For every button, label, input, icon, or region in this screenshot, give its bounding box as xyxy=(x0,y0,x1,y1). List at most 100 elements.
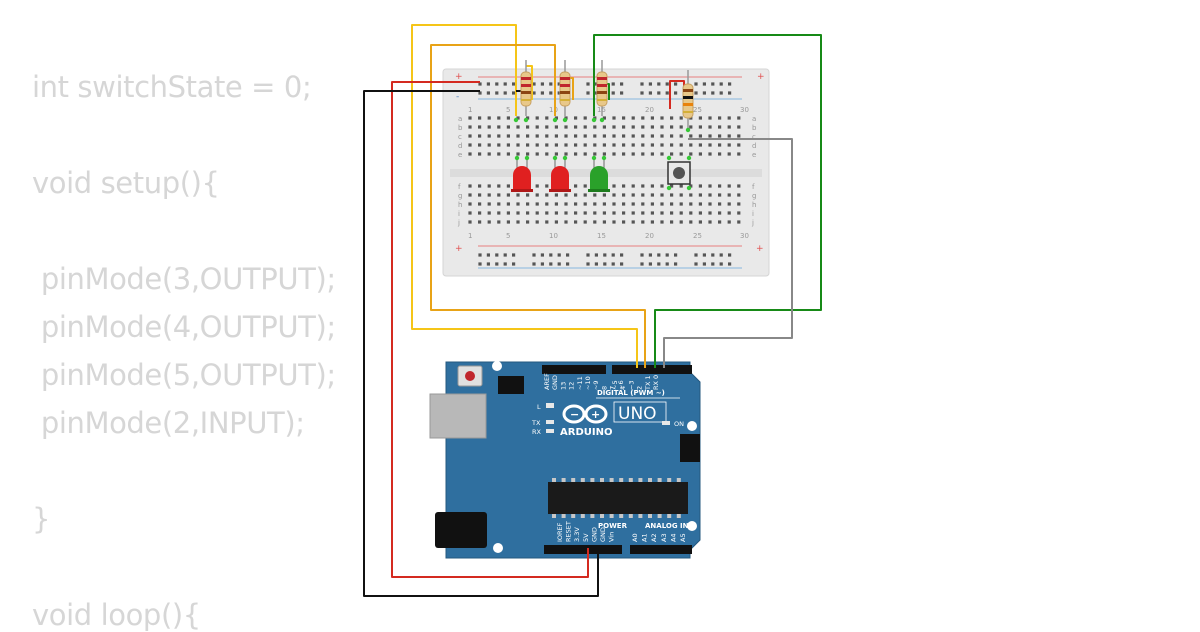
breadboard-hole xyxy=(679,134,683,138)
chip-pin xyxy=(657,514,662,518)
digital-header-left xyxy=(542,365,606,374)
chip-pin xyxy=(676,478,681,482)
wire-green-led3[interactable] xyxy=(593,34,822,368)
breadboard-hole xyxy=(679,202,683,206)
code-line-7: } xyxy=(32,502,51,536)
analog-header-label: ANALOG IN xyxy=(645,522,689,530)
digital-pin-label: ~11 xyxy=(576,376,584,390)
logo-ring-right xyxy=(584,404,608,424)
row-label: f xyxy=(752,183,755,191)
connection-dot xyxy=(591,117,597,123)
led-rx-label: RX xyxy=(532,428,542,436)
breadboard-hole xyxy=(698,211,702,215)
rail-hole xyxy=(486,253,490,257)
breadboard-hole xyxy=(679,152,683,156)
breadboard-hole xyxy=(487,134,491,138)
breadboard-hole xyxy=(545,211,549,215)
chip-pin xyxy=(600,478,604,482)
rail-hole xyxy=(478,91,482,95)
breadboard-hole xyxy=(650,193,654,197)
rail-hole xyxy=(657,262,661,266)
digital-pin-label: ~6 xyxy=(617,380,625,390)
digital-pin-label: 7 xyxy=(609,386,617,390)
power-pin-label: GND xyxy=(599,527,607,542)
mount-hole xyxy=(687,521,697,531)
breadboard-hole xyxy=(468,116,472,120)
breadboard-hole xyxy=(497,202,501,206)
breadboard-hole xyxy=(698,202,702,206)
wire-black-gnd[interactable] xyxy=(363,90,599,597)
atmega-chip xyxy=(548,482,688,514)
breadboard-hole xyxy=(487,125,491,129)
wire-orange-led2[interactable] xyxy=(430,44,646,368)
breadboard-hole xyxy=(650,220,654,224)
rail-hole xyxy=(711,262,715,266)
rail-hole xyxy=(719,82,723,86)
breadboard-hole xyxy=(708,116,712,120)
rail-hole xyxy=(532,82,536,86)
rail-hole xyxy=(674,253,678,257)
breadboard-hole xyxy=(727,202,731,206)
band xyxy=(521,84,531,87)
breadboard-hole xyxy=(487,202,491,206)
rail-hole xyxy=(594,82,598,86)
wire-gray-button[interactable] xyxy=(663,138,793,368)
chip-pin xyxy=(590,514,595,518)
row-label: h xyxy=(752,201,756,209)
analog-pin-label: A4 xyxy=(669,533,677,542)
breadboard-hole xyxy=(670,143,674,147)
band xyxy=(683,111,693,113)
pushbutton-pin xyxy=(686,185,692,191)
breadboard-hole xyxy=(602,220,606,224)
rail-hole xyxy=(540,253,544,257)
wire-yellow-jumper[interactable] xyxy=(526,65,533,100)
breadboard-hole xyxy=(554,202,558,206)
wire-red-5v[interactable] xyxy=(391,81,589,578)
rail-hole xyxy=(478,82,482,86)
breadboard-hole xyxy=(718,116,722,120)
leds xyxy=(511,160,610,192)
breadboard-hole xyxy=(545,220,549,224)
breadboard-hole xyxy=(487,116,491,120)
breadboard-hole xyxy=(497,125,501,129)
breadboard-hole xyxy=(487,211,491,215)
logo-minus: − xyxy=(570,408,579,421)
row-label: h xyxy=(458,201,462,209)
led-rim xyxy=(511,189,533,192)
icsp-header xyxy=(498,376,524,394)
breadboard-hole xyxy=(660,193,664,197)
band xyxy=(560,99,570,101)
rail-hole xyxy=(549,91,553,95)
col-label: 1 xyxy=(468,106,472,114)
breadboard-hole xyxy=(650,134,654,138)
band xyxy=(560,84,570,87)
breadboard-hole xyxy=(660,202,664,206)
breadboard-hole xyxy=(698,184,702,188)
pushbutton[interactable] xyxy=(666,155,692,191)
wire-yellow-led1[interactable] xyxy=(411,24,638,368)
breadboard-hole xyxy=(650,211,654,215)
breadboard-hole xyxy=(535,211,539,215)
brand-label: ARDUINO xyxy=(560,427,612,438)
breadboard-hole xyxy=(583,143,587,147)
col-label: 30 xyxy=(740,106,749,114)
rail-hole xyxy=(594,262,598,266)
breadboard-hole xyxy=(516,193,520,197)
led-l xyxy=(546,403,554,408)
breadboard-hole xyxy=(545,193,549,197)
chip-pins xyxy=(552,478,681,518)
pushbutton-cap xyxy=(673,167,685,179)
breadboard-hole xyxy=(708,193,712,197)
rail-hole xyxy=(495,253,499,257)
breadboard-hole xyxy=(478,211,482,215)
analog-pin-label: A5 xyxy=(679,533,687,542)
reset-button-cap xyxy=(465,371,475,381)
breadboard-hole xyxy=(593,202,597,206)
breadboard-hole xyxy=(506,220,510,224)
breadboard-hole xyxy=(468,143,472,147)
breadboard-hole xyxy=(554,220,558,224)
rail-hole xyxy=(611,91,615,95)
breadboard-hole xyxy=(574,202,578,206)
analog-header xyxy=(630,545,692,554)
